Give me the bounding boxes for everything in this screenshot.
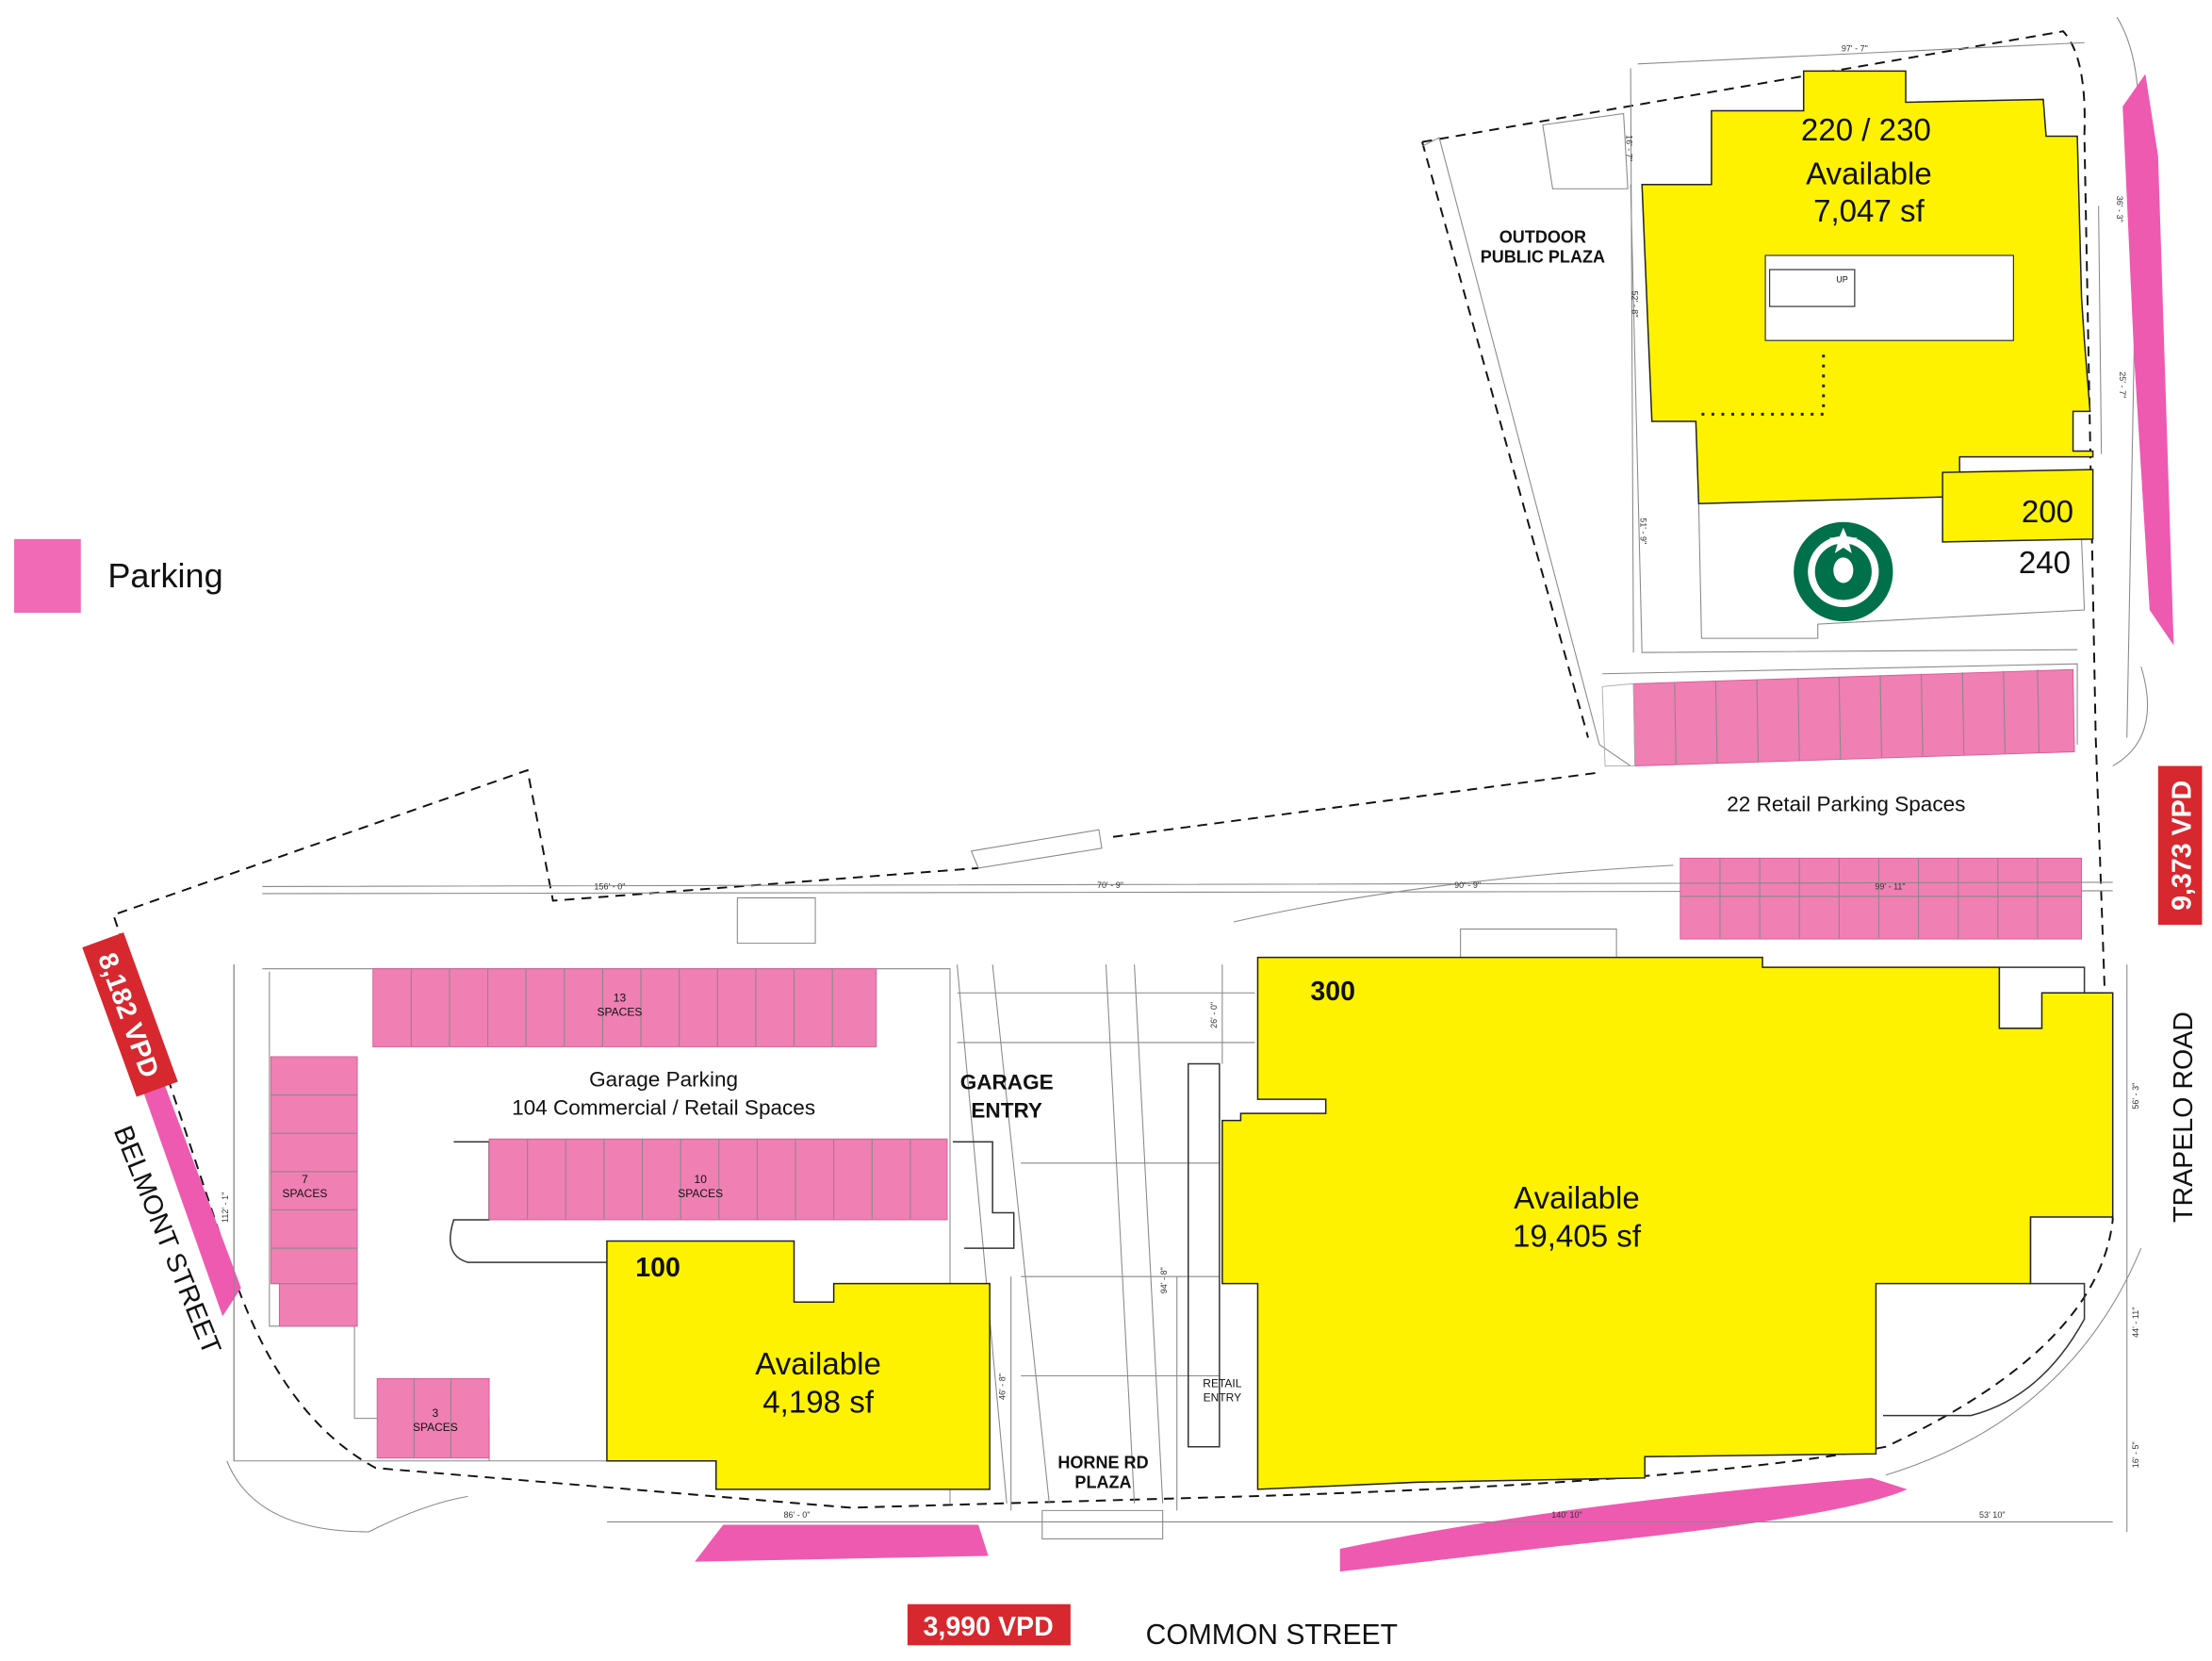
parking-10-count: 10	[695, 1173, 708, 1186]
horne-plaza-label-1: HORNE RD	[1057, 1453, 1148, 1472]
suite-220-number: 220 / 230	[1801, 113, 1931, 148]
dim-86-0: 86' - 0"	[784, 1510, 811, 1520]
horne-plaza-label-2: PLAZA	[1074, 1472, 1131, 1491]
plaza-label-1: OUTDOOR	[1499, 227, 1586, 246]
suite-240[interactable]: 240	[1794, 521, 2071, 622]
traffic-badge-common: 3,990 VPD	[907, 1603, 1071, 1646]
suite-220-status: Available	[1806, 157, 1932, 192]
traffic-badge-trapelo: 9,373 VPD	[2157, 765, 2203, 926]
suite-240-number: 240	[2019, 546, 2071, 581]
parking-3-unit: SPACES	[413, 1421, 458, 1434]
dim-36-3: 36' - 3"	[2115, 196, 2124, 222]
parking-3-spaces: 3 SPACES	[376, 1378, 490, 1459]
dim-25-7: 25' - 7"	[2118, 371, 2127, 398]
dim-90-9: 90' - 9"	[1454, 880, 1481, 890]
suite-220-230[interactable]: UP 220 / 230 Available 7,047 sf	[1641, 70, 2094, 504]
traffic-badge-belmont: 8,182 VPD	[82, 932, 178, 1097]
dimension-lines: 97' - 7" 16' - 7" 52' - 8" 51' - 9" 36' …	[221, 41, 2140, 1532]
parking-belmont-street	[123, 1024, 241, 1317]
traffic-common-value: 3,990 VPD	[924, 1612, 1054, 1642]
suite-100[interactable]: 100 Available 4,198 sf	[606, 1240, 991, 1490]
parking-10-spaces: 10 SPACES	[488, 1138, 948, 1221]
parking-3-count: 3	[433, 1406, 439, 1420]
garage-entry-label-1: GARAGE	[960, 1071, 1054, 1094]
legend: Parking	[14, 538, 223, 614]
legend-parking-swatch	[14, 538, 81, 614]
legend-parking-label: Parking	[107, 556, 222, 595]
suite-300-number: 300	[1310, 977, 1355, 1007]
trapelo-road-label: TRAPELO ROAD	[2169, 1011, 2199, 1223]
property-boundary	[112, 30, 2114, 1509]
dim-56-3: 56' - 3"	[2131, 1083, 2140, 1110]
dim-52-8: 52' - 8"	[1630, 291, 1640, 318]
suite-300-status: Available	[1514, 1181, 1640, 1216]
suite-100-number: 100	[635, 1253, 680, 1283]
suite-200[interactable]: 200	[1942, 469, 2094, 543]
dim-112-1: 112' - 1"	[221, 1192, 230, 1223]
dim-99-11: 99' - 11"	[1875, 881, 1905, 891]
common-street-label: COMMON STREET	[1146, 1620, 1398, 1651]
parking-trapelo-street	[2122, 74, 2174, 646]
parking-common-street-west	[695, 1524, 989, 1562]
parking-common-street-east	[1339, 1477, 1908, 1572]
garage-parking-label-2: 104 Commercial / Retail Spaces	[512, 1096, 815, 1120]
dim-97-7: 97' - 7"	[1842, 43, 1868, 53]
suite-300[interactable]: 300 Available 19,405 sf	[1221, 956, 2114, 1490]
dim-51-9: 51' - 9"	[1639, 518, 1648, 544]
suite-300-area: 19,405 sf	[1513, 1220, 1642, 1255]
parking-areas: 13 SPACES 10 SPACES 7 SPACES 3 SPACES	[123, 74, 2174, 1572]
parking-row-99ft	[1679, 857, 2083, 940]
parking-13-unit: SPACES	[598, 1005, 643, 1018]
parking-10-unit: SPACES	[678, 1187, 723, 1200]
dim-16-5: 16' - 5"	[2131, 1441, 2140, 1468]
garage-parking-label-1: Garage Parking	[589, 1068, 738, 1092]
suite-100-status: Available	[755, 1347, 881, 1382]
parking-13-count: 13	[614, 991, 627, 1004]
dim-53-10: 53' 10"	[1979, 1510, 2005, 1520]
dim-156-0: 156' - 0"	[594, 881, 625, 891]
dim-16-7: 16' - 7"	[1625, 135, 1634, 161]
stair-up-label: UP	[1836, 275, 1848, 285]
parking-7-unit: SPACES	[283, 1187, 328, 1200]
suite-220-area: 7,047 sf	[1813, 194, 1925, 229]
traffic-badges: 9,373 VPD 8,182 VPD 3,990 VPD	[82, 765, 2203, 1646]
traffic-trapelo-value: 9,373 VPD	[2167, 781, 2197, 911]
retail-entry-label-2: ENTRY	[1204, 1391, 1242, 1405]
parking-7-count: 7	[302, 1173, 308, 1186]
retail-parking-label: 22 Retail Parking Spaces	[1727, 793, 1965, 816]
dim-140-10: 140' 10"	[1551, 1510, 1582, 1520]
starbucks-logo	[1794, 521, 1893, 622]
parking-13-spaces: 13 SPACES	[372, 968, 877, 1047]
suite-200-number: 200	[2022, 495, 2073, 530]
parking-retail-lot	[1601, 668, 2075, 767]
parking-7-spaces: 7 SPACES	[270, 1056, 358, 1327]
dim-44-11: 44' - 11"	[2131, 1307, 2140, 1338]
dim-26-0: 26' - 0"	[1209, 1002, 1219, 1028]
suite-100-area: 4,198 sf	[762, 1386, 875, 1421]
dim-70-9: 70' - 9"	[1097, 880, 1123, 890]
area-labels: OUTDOOR PUBLIC PLAZA GARAGE ENTRY HORNE …	[512, 227, 1965, 1491]
garage-entry-label-2: ENTRY	[971, 1099, 1042, 1123]
dim-94-8: 94' - 8"	[1159, 1267, 1169, 1293]
plaza-label-2: PUBLIC PLAZA	[1481, 247, 1605, 266]
retail-entry-label-1: RETAIL	[1203, 1377, 1241, 1390]
dim-46-8: 46' - 8"	[998, 1373, 1008, 1400]
